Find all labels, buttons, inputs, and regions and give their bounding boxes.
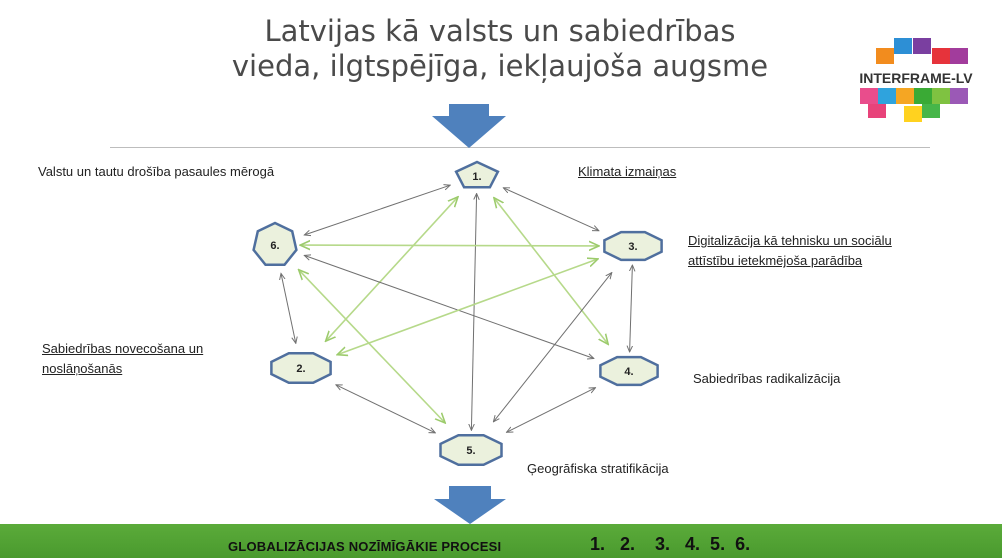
label-geographic-stratification: Ģeogrāfiska stratifikācija [527, 461, 669, 476]
label-climate: Klimata izmaiņas [578, 164, 677, 179]
link-6-5 [299, 270, 446, 423]
node-shape-2 [270, 351, 332, 385]
link-1-5 [471, 194, 476, 431]
link-1-4 [494, 198, 608, 345]
link-2-5 [336, 385, 435, 433]
node-1: 1. [454, 160, 500, 189]
divider [110, 147, 930, 148]
link-1-6 [304, 185, 450, 235]
label-aging-line-2: noslāņošanās [42, 361, 123, 376]
node-shape-5 [439, 433, 503, 467]
label-radicalization: Sabiedrības radikalizācija [693, 371, 841, 386]
nodes-layer: 1. 2. 3. 4. 5. 6. [252, 160, 663, 467]
node-label-2: 2. [296, 363, 305, 375]
link-4-5 [507, 388, 596, 433]
banner-title: GLOBALIZĀCIJAS NOZĪMĪGĀKIE PROCESI [228, 539, 502, 554]
title-line-1: Latvijas kā valsts un sabiedrības [264, 14, 736, 48]
node-label-6: 6. [270, 240, 279, 252]
title-line-2: vieda, ilgtspējīga, iekļaujoša augsme [231, 49, 769, 83]
top-down-arrow-icon [432, 104, 506, 148]
node-label-5: 5. [466, 445, 475, 457]
globalization-banner: GLOBALIZĀCIJAS NOZĪMĪGĀKIE PROCESI 1. 2.… [0, 524, 1002, 558]
node-shape-3 [603, 230, 663, 262]
node-shape-1 [454, 160, 500, 189]
label-security: Valstu un tautu drošība pasaules mērogā [38, 164, 275, 179]
label-digitalization-line-2: attīstību ietekmējoša parādība [688, 253, 863, 268]
node-label-3: 3. [628, 241, 637, 253]
node-6: 6. [252, 221, 298, 267]
link-1-3 [503, 188, 599, 231]
link-6-2 [281, 273, 296, 343]
link-6-3 [300, 245, 599, 246]
interframe-logo: INTERFRAME-LV [856, 38, 976, 122]
node-5: 5. [439, 433, 503, 467]
node-2: 2. [270, 351, 332, 385]
label-aging-line-1: Sabiedrības novecošana un [42, 341, 204, 356]
banner-numbers: 1. 2. 3. 4. 5. 6. [590, 534, 751, 554]
logo-cubes [860, 38, 968, 122]
node-label-1: 1. [472, 171, 481, 183]
node-label-4: 4. [624, 366, 633, 378]
link-3-5 [493, 273, 611, 422]
logo-text: INTERFRAME-LV [859, 70, 973, 86]
links-layer [281, 185, 632, 433]
bottom-down-arrow-icon [434, 486, 506, 524]
node-3: 3. [603, 230, 663, 262]
page-title: Latvijas kā valsts un sabiedrības vieda,… [220, 14, 780, 84]
link-3-4 [630, 265, 633, 352]
node-4: 4. [599, 355, 659, 387]
node-shape-4 [599, 355, 659, 387]
label-digitalization-line-1: Digitalizācija kā tehnisku un sociālu [688, 233, 892, 248]
link-3-2 [337, 259, 598, 355]
node-shape-6 [252, 221, 298, 267]
